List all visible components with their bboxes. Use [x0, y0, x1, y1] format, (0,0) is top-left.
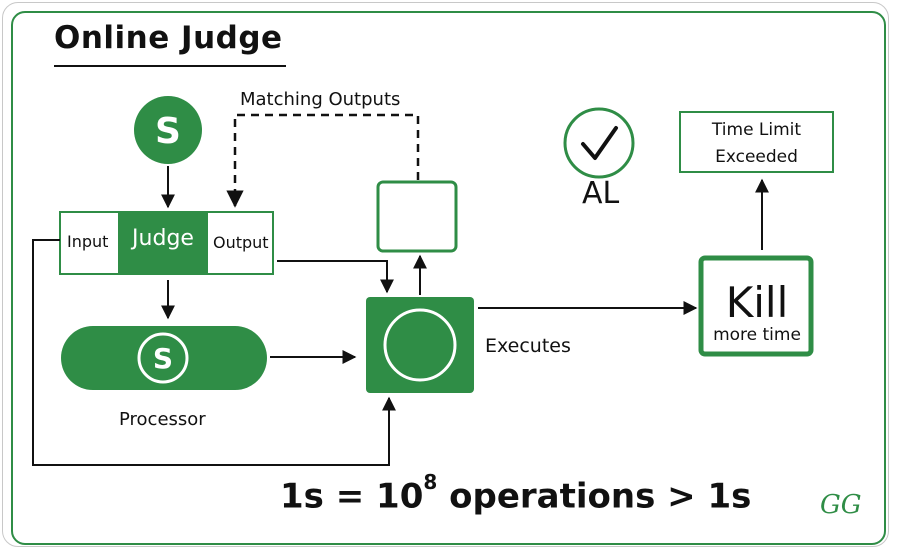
formula: 1s = 108 operations > 1s	[280, 470, 752, 517]
inner-frame	[11, 11, 886, 545]
tle-box	[679, 111, 834, 173]
processor-pill: S	[61, 326, 267, 390]
arrow-input-loop-to-executor	[32, 239, 396, 466]
judge-label: Judge	[132, 226, 194, 251]
output-label: Output	[213, 233, 269, 252]
input-label: Input	[67, 232, 109, 251]
logo-glyphs: GG	[820, 490, 862, 520]
al-label: AL	[582, 176, 620, 211]
matching-outputs-label: Matching Outputs	[240, 89, 401, 110]
check-icon	[563, 107, 635, 179]
arrow-output-to-executor	[277, 260, 394, 294]
kill-label: Kill	[725, 278, 789, 327]
formula-base: 1s = 10	[280, 476, 424, 517]
processor-icon-letter: S	[153, 342, 173, 375]
source-icon: S	[134, 96, 202, 164]
output-box	[376, 180, 458, 253]
judge-bar	[59, 211, 274, 275]
source-icon-letter: S	[155, 111, 181, 152]
formula-rest: operations > 1s	[437, 476, 752, 517]
tle-line-1: Time Limit	[711, 120, 802, 140]
tle-line-2: Exceeded	[715, 147, 798, 167]
title-underline	[54, 65, 286, 67]
formula-exponent: 8	[423, 470, 438, 494]
time-limit-exceeded-label: Time Limit Exceeded	[680, 117, 833, 171]
processor-label: Processor	[119, 409, 206, 430]
dashed-matching-outputs-arrow	[226, 113, 420, 208]
kill-sub-label: more time	[713, 325, 801, 345]
outer-frame	[2, 2, 889, 547]
executes-label: Executes	[485, 335, 571, 357]
geeksforgeeks-logo: GG	[820, 490, 862, 520]
kill-box	[698, 255, 814, 357]
executor-box	[366, 297, 474, 393]
diagram-title: Online Judge	[54, 20, 283, 56]
